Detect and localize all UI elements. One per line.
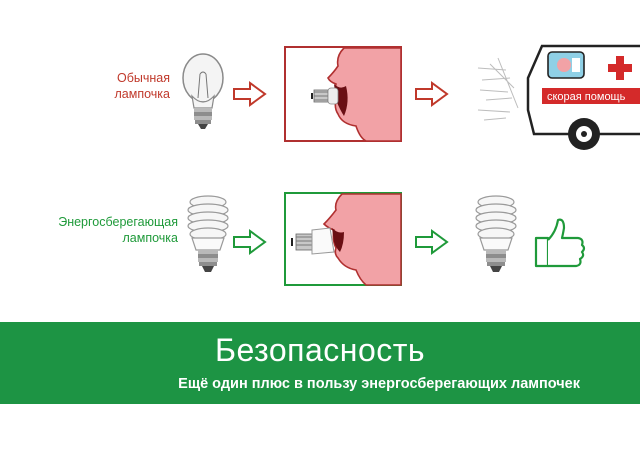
banner-title: Безопасность [214, 332, 426, 368]
incandescent-bulb-icon [182, 53, 224, 129]
banner-subtitle: Ещё один плюс в пользу энергосберегающих… [178, 376, 580, 392]
face-profile-icon [284, 46, 402, 142]
ambulance-icon: скорая помощь [477, 44, 640, 150]
energy-bulb-label-line1: Энергосберегающая [58, 215, 178, 229]
arrow-right-icon [415, 81, 449, 107]
arrow-right-icon [233, 229, 267, 255]
face-profile-icon [284, 192, 402, 286]
arrow-right-icon [233, 81, 267, 107]
regular-bulb-label: Обычная лампочка [60, 70, 171, 102]
ambulance-sign-text: скорая помощь [547, 91, 626, 103]
energy-bulb-label-line2: лампочка [122, 231, 179, 245]
regular-bulb-label-line2: лампочка [114, 87, 171, 101]
energy-bulb-label: Энергосберегающая лампочка [20, 214, 178, 246]
cfl-bulb-icon [475, 195, 517, 272]
thumbs-up-icon [534, 218, 586, 268]
safety-banner: Безопасность Ещё один плюс в пользу энер… [0, 322, 640, 404]
arrow-right-icon [415, 229, 449, 255]
regular-bulb-label-line1: Обычная [116, 71, 170, 85]
cfl-bulb-icon [187, 195, 229, 272]
